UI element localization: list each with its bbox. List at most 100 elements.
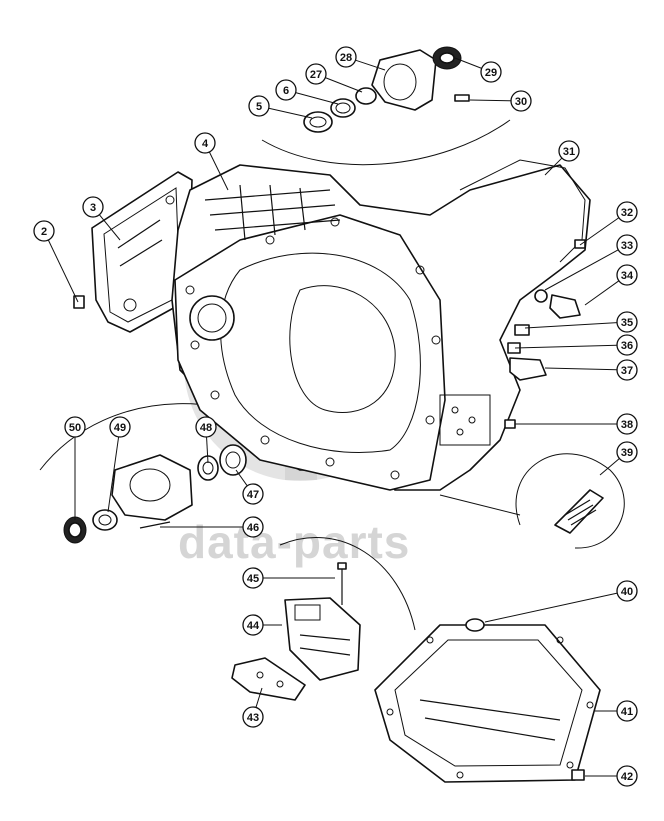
connector-inset xyxy=(554,489,604,534)
callout-number: 4 xyxy=(202,138,209,150)
callout-circle xyxy=(248,95,270,117)
callout-leader xyxy=(469,99,512,102)
callout-number: 45 xyxy=(247,573,259,585)
watermark-text: data-parts xyxy=(178,516,410,568)
callout-number: 41 xyxy=(621,706,633,718)
callout-number: 37 xyxy=(621,365,633,377)
callout-circle xyxy=(510,90,532,112)
callout-circle xyxy=(195,416,217,438)
callout-leader xyxy=(579,217,620,246)
callout-number: 5 xyxy=(256,101,262,113)
callout-number: 48 xyxy=(200,422,212,434)
callout-3: 3 xyxy=(82,196,121,241)
callout-leader xyxy=(584,280,620,306)
callout-number: 38 xyxy=(621,419,633,431)
callout-33: 33 xyxy=(544,234,638,291)
callout-circle xyxy=(616,234,638,256)
callout-number: 2 xyxy=(41,226,47,238)
callout-circle xyxy=(242,516,264,538)
callout-32: 32 xyxy=(579,201,638,246)
callout-47: 47 xyxy=(235,469,264,505)
callout-39: 39 xyxy=(599,441,638,476)
callout-number: 6 xyxy=(283,85,289,97)
transaxle-case xyxy=(171,159,591,491)
callout-30: 30 xyxy=(469,90,532,112)
callout-number: 40 xyxy=(621,586,633,598)
callout-number: 29 xyxy=(485,67,497,79)
callout-leader xyxy=(544,367,618,371)
callout-circle xyxy=(64,416,86,438)
callout-leader xyxy=(599,458,620,476)
callout-number: 30 xyxy=(515,96,527,108)
callout-45: 45 xyxy=(242,567,335,589)
callout-41: 41 xyxy=(595,700,638,722)
callout-circle xyxy=(616,441,638,463)
callout-leader xyxy=(98,214,121,241)
callout-40: 40 xyxy=(484,580,638,623)
callout-number: 39 xyxy=(621,447,633,459)
callout-circle xyxy=(242,483,264,505)
callout-circle xyxy=(194,132,216,154)
callout-leader xyxy=(544,157,563,176)
callout-leader xyxy=(268,107,313,119)
callout-number: 33 xyxy=(621,240,633,252)
callout-leader xyxy=(235,469,248,487)
callout-44: 44 xyxy=(242,614,282,636)
callout-number: 50 xyxy=(69,422,81,434)
callout-number: 46 xyxy=(247,522,259,534)
callout-leader xyxy=(206,436,209,464)
callout-number: 28 xyxy=(340,52,352,64)
callout-number: 27 xyxy=(310,69,322,81)
callout-leader xyxy=(208,151,229,191)
callout-circle xyxy=(616,700,638,722)
callout-circle xyxy=(616,264,638,286)
callout-circle xyxy=(616,334,638,356)
callout-leader xyxy=(524,322,618,329)
callout-49: 49 xyxy=(107,416,131,513)
solenoid-group xyxy=(231,562,361,701)
callout-leader xyxy=(107,436,120,513)
callout-circle xyxy=(616,413,638,435)
callout-circle xyxy=(480,61,502,83)
callout-layer: 2345627282930313233343536373839404142434… xyxy=(33,46,638,787)
callout-6: 6 xyxy=(275,79,339,105)
callout-number: 32 xyxy=(621,207,633,219)
callout-38: 38 xyxy=(515,413,638,435)
callout-leader xyxy=(325,77,363,93)
callout-31: 31 xyxy=(544,140,580,176)
callout-circle xyxy=(33,220,55,242)
sensor-group xyxy=(504,239,586,429)
callout-circle xyxy=(82,196,104,218)
callout-circle xyxy=(242,567,264,589)
callout-number: 49 xyxy=(114,422,126,434)
callout-circle xyxy=(242,614,264,636)
callout-circle xyxy=(242,706,264,728)
callout-number: 43 xyxy=(247,712,259,724)
callout-circle xyxy=(558,140,580,162)
callout-number: 36 xyxy=(621,340,633,352)
callout-42: 42 xyxy=(585,765,638,787)
callout-29: 29 xyxy=(454,57,502,83)
callout-34: 34 xyxy=(584,264,638,306)
oil-pan xyxy=(374,618,601,783)
callout-number: 47 xyxy=(247,489,259,501)
callout-leader xyxy=(295,92,339,105)
callout-4: 4 xyxy=(194,132,229,191)
callout-circle xyxy=(616,201,638,223)
callout-circle xyxy=(616,765,638,787)
callout-leader xyxy=(255,687,263,708)
side-cover-gasket xyxy=(91,171,193,333)
callout-43: 43 xyxy=(242,687,264,728)
callout-28: 28 xyxy=(335,46,386,71)
callout-leader xyxy=(355,59,386,71)
callout-circle xyxy=(305,63,327,85)
callout-leader xyxy=(514,344,618,349)
callout-2: 2 xyxy=(33,220,79,303)
callout-27: 27 xyxy=(305,63,363,93)
callout-circle xyxy=(109,416,131,438)
callout-number: 31 xyxy=(563,146,575,158)
callout-leader xyxy=(544,249,619,291)
extension-housing-group xyxy=(303,46,470,133)
